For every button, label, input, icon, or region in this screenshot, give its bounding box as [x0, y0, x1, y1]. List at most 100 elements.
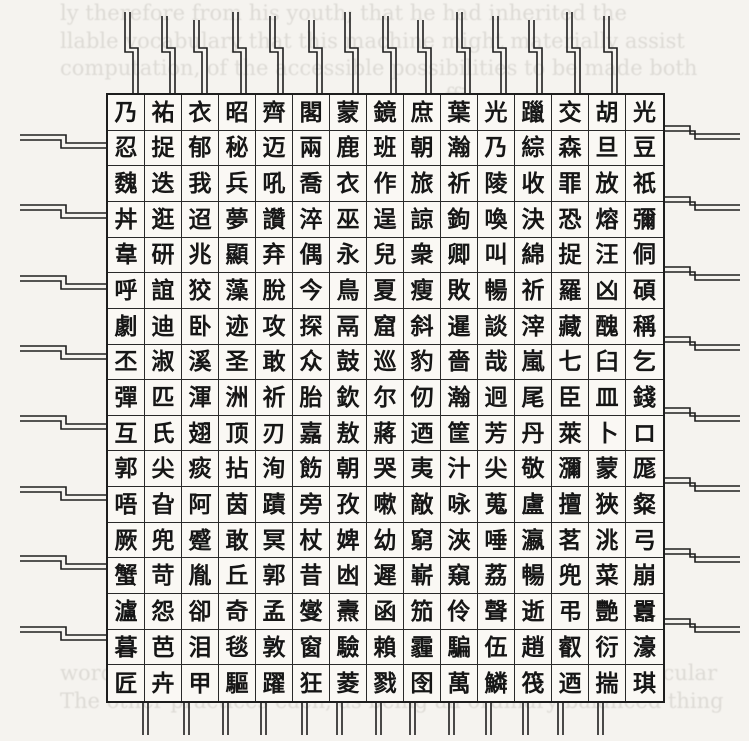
grid-cell: 卜: [589, 416, 626, 452]
grid-cell: 氏: [145, 416, 182, 452]
grid-cell: 郭: [256, 558, 293, 594]
grid-cell: 郁: [182, 131, 219, 167]
grid-cell: 瘦: [404, 273, 441, 309]
grid-cell: 光: [626, 95, 663, 131]
grid-cell: 乞: [626, 345, 663, 381]
grid-cell: 咏: [441, 487, 478, 523]
grid-cell: 臣: [552, 380, 589, 416]
grid-cell: 濠: [626, 630, 663, 666]
grid-cell: 恐: [552, 202, 589, 238]
grid-cell: 丼: [108, 202, 145, 238]
grid-cell: 迪: [145, 309, 182, 345]
grid-cell: 敬: [515, 451, 552, 487]
grid-cell: 敦: [256, 630, 293, 666]
grid-cell: 鳥: [330, 273, 367, 309]
grid-cell: 逛: [145, 202, 182, 238]
grid-cell: 卧: [182, 309, 219, 345]
grid-cell: 迺: [404, 416, 441, 452]
grid-cell: 嶄: [404, 558, 441, 594]
grid-cell: 燾: [330, 594, 367, 630]
grid-cell: 夏: [367, 273, 404, 309]
grid-cell: 七: [552, 345, 589, 381]
grid-cell: 瀰: [552, 451, 589, 487]
grid-cell: 众: [293, 345, 330, 381]
grid-cell: 胡: [589, 95, 626, 131]
top-control-rod: [270, 16, 283, 93]
grid-cell: 苛: [145, 558, 182, 594]
grid-cell: 顶: [219, 416, 256, 452]
grid-cell: 胤: [182, 558, 219, 594]
grid-cell: 阿: [182, 487, 219, 523]
grid-cell: 旦: [589, 131, 626, 167]
grid-cell: 翅: [182, 416, 219, 452]
grid-cell: 蔣: [367, 416, 404, 452]
grid-cell: 班: [367, 131, 404, 167]
grid-cell: 浹: [441, 523, 478, 559]
grid-cell: 溪: [182, 345, 219, 381]
grid-cell: 窗: [293, 630, 330, 666]
grid-cell: 怨: [145, 594, 182, 630]
grid-cell: 遲: [367, 558, 404, 594]
grid-cell: 刃: [256, 416, 293, 452]
grid-cell: 迹: [219, 309, 256, 345]
grid-cell: 綜: [515, 131, 552, 167]
grid-cell: 驗: [330, 630, 367, 666]
grid-cell: 笳: [404, 594, 441, 630]
grid-cell: 狡: [182, 273, 219, 309]
grid-cell: 萊: [552, 416, 589, 452]
grid-cell: 瀚: [441, 131, 478, 167]
left-control-rod: [20, 135, 106, 148]
grid-cell: 藻: [219, 273, 256, 309]
grid-cell: 敗: [441, 273, 478, 309]
top-control-rod: [309, 20, 322, 93]
grid-cell: 嘉: [293, 416, 330, 452]
grid-cell: 躍: [256, 665, 293, 701]
grid-cell: 喚: [478, 202, 515, 238]
grid-cell: 夷: [404, 451, 441, 487]
grid-cell: 嵐: [515, 345, 552, 381]
grid-cell: 丹: [515, 416, 552, 452]
character-grid: 乃祐衣昭齊閣蒙鏡庶葉光躐交胡光忍捉郁秘迈兩鹿班朝瀚乃綜森旦豆魏迭我兵吼喬衣作旅祈…: [106, 93, 665, 703]
grid-cell: 嗇: [441, 345, 478, 381]
grid-cell: 芭: [145, 630, 182, 666]
grid-cell: 鼓: [330, 345, 367, 381]
grid-cell: 窮: [404, 523, 441, 559]
grid-cell: 巫: [330, 202, 367, 238]
grid-cell: 庶: [404, 95, 441, 131]
grid-cell: 乃: [478, 131, 515, 167]
grid-cell: 昔: [293, 558, 330, 594]
grid-cell: 作: [367, 166, 404, 202]
grid-cell: 齊: [256, 95, 293, 131]
grid-cell: 敵: [404, 487, 441, 523]
grid-cell: 盧: [515, 487, 552, 523]
grid-cell: 凶: [589, 273, 626, 309]
grid-cell: 鏡: [367, 95, 404, 131]
right-control-rod: [665, 126, 740, 139]
grid-cell: 揣: [589, 665, 626, 701]
left-control-rod: [20, 205, 106, 218]
grid-cell: 弔: [552, 594, 589, 630]
grid-cell: 祈: [441, 166, 478, 202]
grid-cell: 騙: [441, 630, 478, 666]
grid-cell: 茵: [219, 487, 256, 523]
top-control-rod: [233, 12, 246, 93]
right-control-rod: [665, 408, 740, 421]
grid-cell: 朝: [330, 451, 367, 487]
grid-cell: 臼: [589, 345, 626, 381]
grid-cell: 洲: [219, 380, 256, 416]
top-control-rod: [162, 16, 175, 93]
grid-cell: 孟: [256, 594, 293, 630]
grid-cell: 諒: [404, 202, 441, 238]
grid-cell: 衆: [404, 238, 441, 274]
grid-cell: 喬: [293, 166, 330, 202]
grid-cell: 決: [515, 202, 552, 238]
top-control-rod: [345, 12, 358, 93]
grid-cell: 彌: [626, 202, 663, 238]
grid-cell: 閣: [293, 95, 330, 131]
grid-cell: 汪: [589, 238, 626, 274]
top-control-rod: [604, 16, 617, 93]
grid-cell: 綿: [515, 238, 552, 274]
grid-cell: 醜: [589, 309, 626, 345]
left-control-rod: [20, 627, 106, 640]
grid-cell: 孜: [330, 487, 367, 523]
